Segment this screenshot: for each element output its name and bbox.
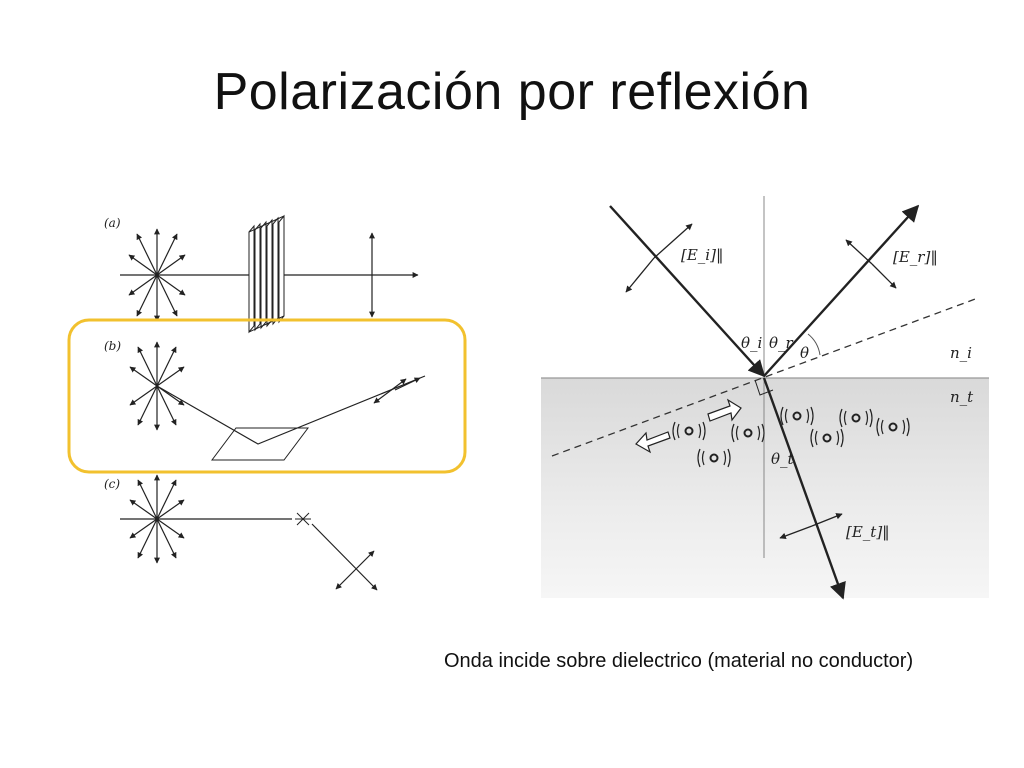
- dipole-icon: [810, 428, 844, 448]
- dielectric-medium: [541, 378, 989, 598]
- reflected-field-double-arrow-icon: [845, 239, 897, 289]
- reflected-beam-b: [156, 375, 426, 445]
- panel-b-label: (b): [104, 339, 121, 353]
- dipole-icon: [731, 423, 765, 443]
- theta-t-label: θ_t: [771, 450, 795, 468]
- theta-label: θ: [800, 344, 809, 362]
- panel-b: (b): [104, 339, 426, 461]
- hollow-arrow-right-icon: [707, 398, 742, 422]
- dipole-icon: [839, 408, 873, 428]
- slide-title: Polarización por reflexión: [213, 63, 811, 121]
- panel-a: (a): [104, 214, 419, 334]
- reflected-ray: [763, 204, 920, 377]
- right-angle-marker: [754, 379, 774, 396]
- reflecting-plate: [211, 427, 309, 461]
- dipole-icon: [780, 406, 814, 426]
- right-figure: [E_i]‖ [E_r]‖ [E_t]‖ θ_i θ_r θ θ_t n_i n…: [541, 196, 989, 600]
- dipole-icon: [876, 417, 910, 437]
- dipole-icon: [672, 421, 706, 441]
- theta-r-label: θ_r: [769, 334, 794, 352]
- unpolarized-star-icon: [128, 228, 186, 322]
- transmitted-field-label: [E_t]‖: [846, 523, 890, 541]
- incident-field-double-arrow-icon: [625, 223, 693, 293]
- polarized-double-arrow-icon: [335, 550, 375, 590]
- dipole-symbols: [672, 406, 910, 468]
- transmitted-field-double-arrow-icon: [779, 513, 843, 539]
- incident-ray: [609, 205, 766, 378]
- theta-arc: [807, 333, 821, 356]
- medium-ni-label: n_i: [950, 344, 972, 362]
- dashed-reference-line: [551, 297, 979, 457]
- dipole-icon: [697, 448, 731, 468]
- unpolarized-star-icon: [129, 474, 185, 564]
- panel-c-label: (c): [104, 477, 120, 491]
- beam-b-head: [394, 377, 421, 391]
- medium-nt-label: n_t: [950, 388, 974, 406]
- polarized-double-arrow-icon: [373, 378, 407, 404]
- transmitted-ray: [762, 377, 846, 600]
- figure-caption: Onda incide sobre dielectrico (material …: [444, 650, 914, 672]
- hollow-arrow-left-icon: [635, 431, 671, 454]
- polarizer-stack-icon: [248, 214, 285, 334]
- scattered-beam-c: [311, 523, 378, 591]
- theta-i-label: θ_i: [741, 334, 763, 352]
- panel-a-label: (a): [104, 216, 121, 230]
- panel-c: (c): [104, 474, 378, 591]
- left-figure: (a): [67, 214, 467, 591]
- incident-field-label: [E_i]‖: [681, 246, 723, 264]
- reflected-field-label: [E_r]‖: [893, 248, 938, 266]
- scatter-point-icon: [295, 512, 311, 526]
- highlight-box: [67, 318, 467, 474]
